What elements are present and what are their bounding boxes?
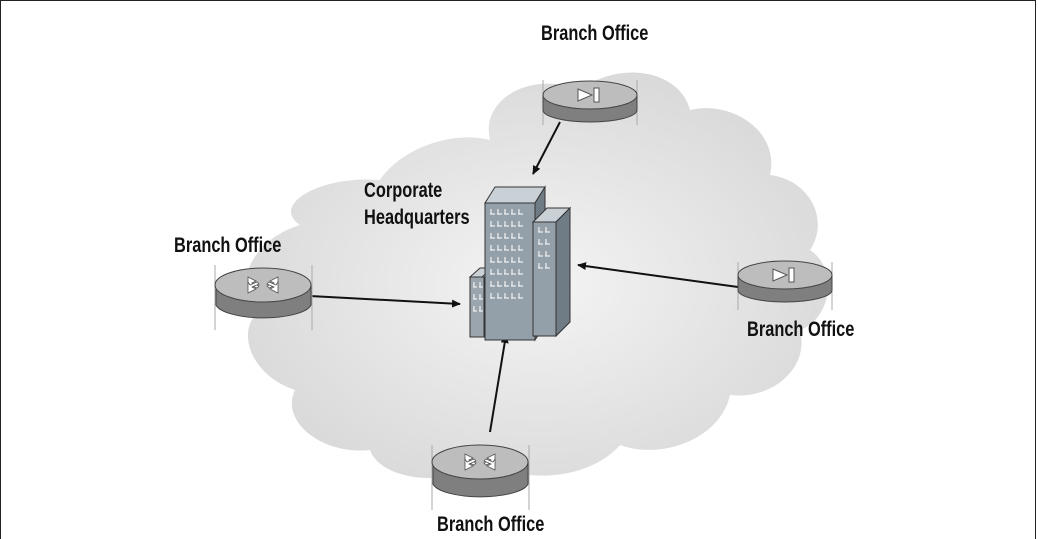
branch-office-label-left: Branch Office [174, 234, 282, 257]
link-right-branch [577, 262, 739, 288]
link-bottom-branch [489, 334, 509, 433]
router-icon [431, 444, 530, 510]
link-left-branch [309, 295, 461, 308]
hq-label-line2: Headquarters [364, 206, 470, 229]
branch-office-label-bottom: Branch Office [437, 513, 545, 536]
link-top-branch [532, 121, 561, 175]
office-building-icon [468, 185, 572, 342]
vpn-concentrator-icon [737, 260, 833, 310]
router-icon [214, 265, 313, 330]
hq-label-line1: Corporate [364, 179, 443, 202]
branch-office-label-right: Branch Office [747, 318, 855, 341]
vpn-concentrator-icon [542, 80, 638, 125]
hq-label: Corporate Headquarters [364, 177, 470, 231]
branch-office-label-top: Branch Office [541, 22, 649, 45]
